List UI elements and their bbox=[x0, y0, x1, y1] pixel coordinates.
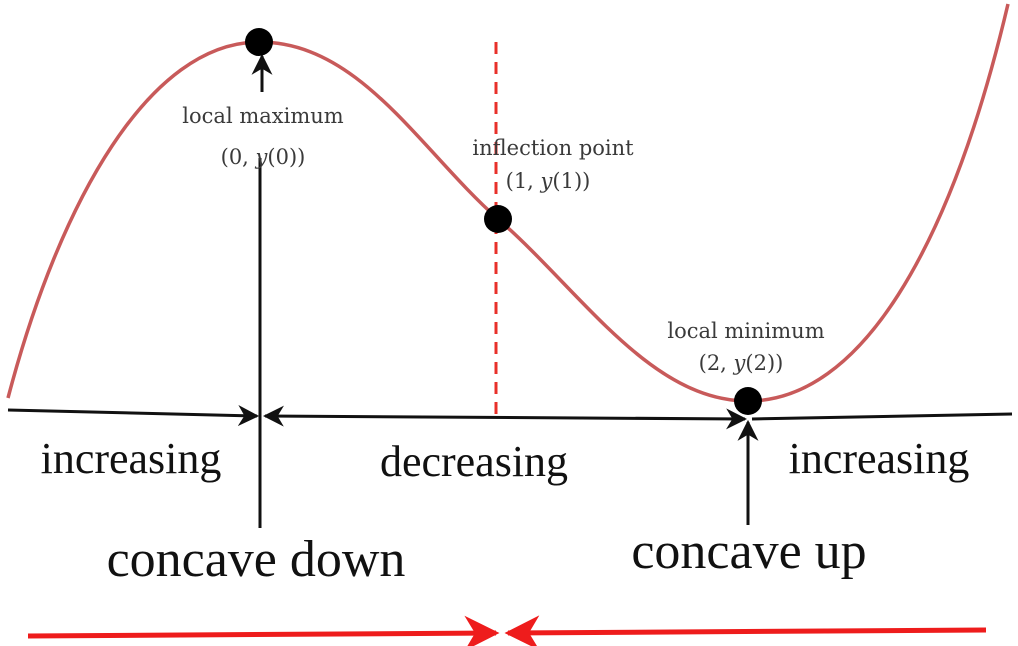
interval-right-label: increasing bbox=[789, 434, 970, 483]
concave-up-extent-arrow bbox=[504, 615, 987, 646]
local-min-point bbox=[734, 387, 762, 415]
local-max-title: local maximum bbox=[182, 104, 343, 128]
axis-right-segment bbox=[751, 412, 1013, 421]
local-min-coord: (2, y(2)) bbox=[699, 351, 784, 375]
function-curve bbox=[6, 3, 1010, 403]
local-max-point bbox=[245, 28, 273, 56]
inflection-coord: (1, y(1)) bbox=[506, 169, 591, 193]
axis-left-segment bbox=[7, 405, 260, 427]
inflection-title: inflection point bbox=[472, 136, 634, 160]
inflection-point bbox=[484, 205, 512, 233]
local-max-coord: (0, y(0)) bbox=[221, 145, 306, 169]
concave-up-label: concave up bbox=[631, 523, 866, 580]
interval-middle-label: decreasing bbox=[380, 437, 568, 486]
concave-down-label: concave down bbox=[107, 531, 406, 588]
axis-middle-segment bbox=[262, 405, 748, 430]
interval-left-label: increasing bbox=[41, 434, 222, 483]
concave-down-extent-arrow bbox=[27, 615, 500, 646]
local-min-title: local minimum bbox=[667, 319, 824, 343]
